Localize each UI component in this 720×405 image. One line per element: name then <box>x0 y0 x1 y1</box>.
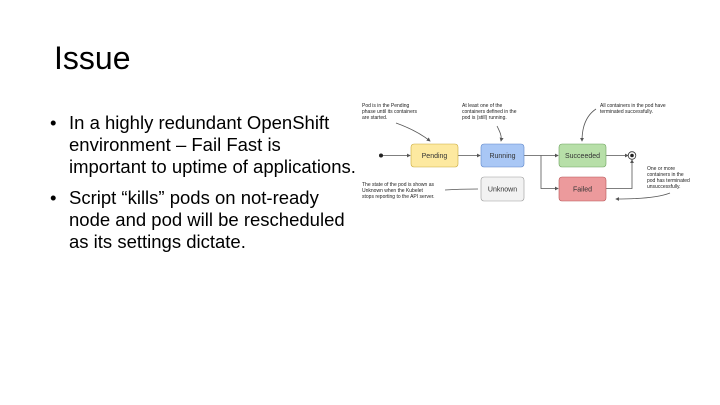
annotation-failed: One or more containers in the pod has te… <box>647 166 690 190</box>
svg-text:At least one of the: At least one of the <box>462 103 503 109</box>
state-running: Running <box>480 143 525 168</box>
svg-text:stops reporting to the API ser: stops reporting to the API server. <box>362 194 435 200</box>
svg-text:are started.: are started. <box>362 115 387 121</box>
state-pending: Pending <box>410 143 459 168</box>
svg-text:pod is (still) running.: pod is (still) running. <box>462 115 507 121</box>
annotation-running: At least one of the containers defined i… <box>462 103 517 121</box>
svg-text:phase until its containers: phase until its containers <box>362 109 418 115</box>
svg-text:Pod is in the Pending: Pod is in the Pending <box>362 103 409 109</box>
svg-text:unsuccessfully.: unsuccessfully. <box>647 184 681 190</box>
svg-text:All containers in the pod have: All containers in the pod have <box>600 103 666 109</box>
annotation-unknown: The state of the pod is shown as Unknown… <box>362 182 435 200</box>
annotation-pending: Pod is in the Pending phase until its co… <box>362 103 418 121</box>
svg-text:Running: Running <box>489 153 515 160</box>
svg-text:containers in the: containers in the <box>647 172 684 178</box>
state-succeeded: Succeeded <box>558 143 607 168</box>
bullet-list: In a highly redundant OpenShift environm… <box>50 112 360 262</box>
end-node <box>627 151 637 160</box>
svg-text:One or more: One or more <box>647 166 675 172</box>
svg-text:The state of the pod is shown: The state of the pod is shown as <box>362 182 434 188</box>
annotation-succeeded: All containers in the pod have terminate… <box>600 103 666 115</box>
start-node <box>379 153 383 158</box>
svg-text:Unknown: Unknown <box>488 187 517 194</box>
svg-text:containers defined in the: containers defined in the <box>462 109 517 115</box>
slide-title: Issue <box>54 40 131 76</box>
svg-text:pod has terminated: pod has terminated <box>647 178 690 184</box>
svg-text:terminated successfully.: terminated successfully. <box>600 109 653 115</box>
transition-arrows <box>381 108 671 201</box>
state-unknown: Unknown <box>480 176 525 202</box>
svg-text:Failed: Failed <box>573 187 592 194</box>
svg-text:Unknown when the Kubelet: Unknown when the Kubelet <box>362 188 423 194</box>
bullet-item: In a highly redundant OpenShift environm… <box>50 112 360 178</box>
svg-text:Pending: Pending <box>422 153 448 160</box>
svg-text:Succeeded: Succeeded <box>565 153 600 160</box>
bullet-item: Script “kills” pods on not-ready node an… <box>50 187 360 253</box>
state-failed: Failed <box>558 176 607 202</box>
